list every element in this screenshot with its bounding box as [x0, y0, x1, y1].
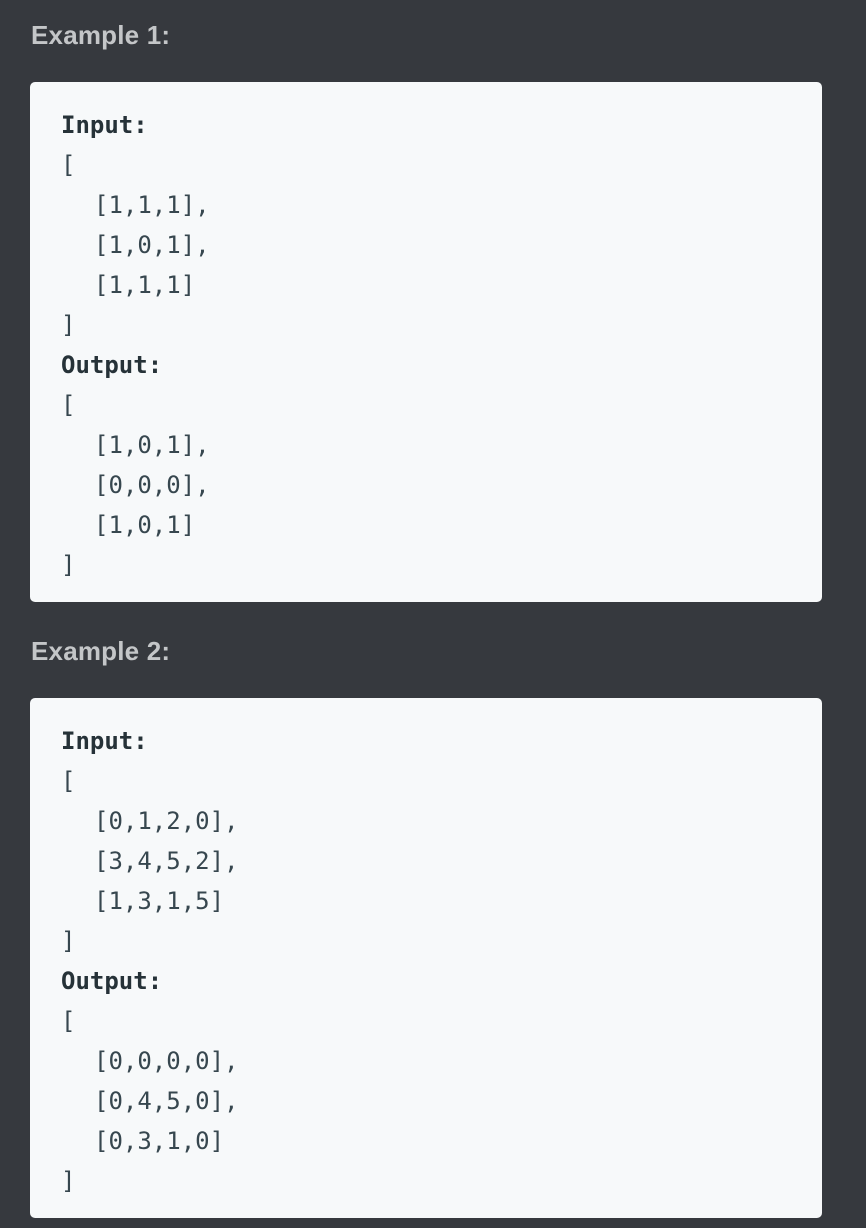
input-close-bracket: ]	[61, 927, 76, 955]
output-row-2: [0,0,0],	[94, 471, 210, 499]
input-open-bracket: [	[61, 767, 76, 795]
example-1-code-block: Input: [ [1,1,1], [1,0,1], [1,1,1] ] Out…	[30, 82, 822, 602]
output-label: Output:	[61, 967, 163, 995]
output-row-2: [0,4,5,0],	[94, 1087, 239, 1115]
output-row-3: [1,0,1]	[94, 511, 196, 539]
output-open-bracket: [	[61, 1007, 76, 1035]
output-close-bracket: ]	[61, 1167, 76, 1195]
input-row-2: [3,4,5,2],	[94, 847, 239, 875]
input-row-1: [0,1,2,0],	[94, 807, 239, 835]
output-row-1: [1,0,1],	[94, 431, 210, 459]
input-row-3: [1,3,1,5]	[94, 887, 225, 915]
input-row-2: [1,0,1],	[94, 231, 210, 259]
example-1-heading: Example 1:	[31, 20, 171, 50]
output-label: Output:	[61, 351, 163, 379]
input-row-3: [1,1,1]	[94, 271, 196, 299]
input-row-1: [1,1,1],	[94, 191, 210, 219]
output-open-bracket: [	[61, 391, 76, 419]
input-label: Input:	[61, 111, 148, 139]
example-2-code-block: Input: [ [0,1,2,0], [3,4,5,2], [1,3,1,5]…	[30, 698, 822, 1218]
input-label: Input:	[61, 727, 148, 755]
input-close-bracket: ]	[61, 311, 76, 339]
example-2-heading: Example 2:	[31, 636, 171, 666]
output-row-3: [0,3,1,0]	[94, 1127, 225, 1155]
output-row-1: [0,0,0,0],	[94, 1047, 239, 1075]
output-close-bracket: ]	[61, 551, 76, 579]
input-open-bracket: [	[61, 151, 76, 179]
